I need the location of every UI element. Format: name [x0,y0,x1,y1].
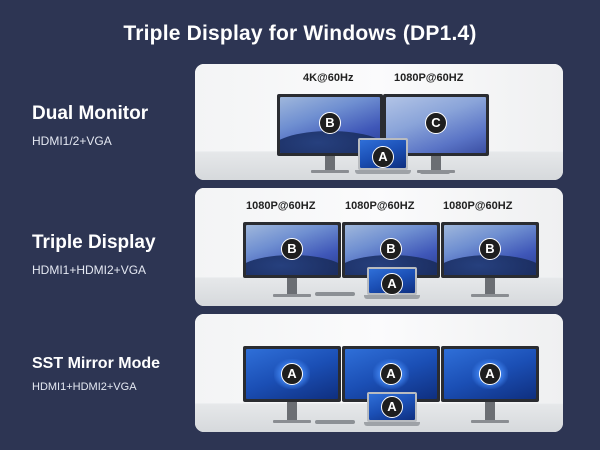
display-badge: B [281,238,303,260]
display-badge: C [425,112,447,134]
row-label-sst-mirror-mode: SST Mirror Mode HDMI1+HDMI2+VGA [32,355,160,393]
display-badge: A [381,396,403,418]
monitor-a [243,346,341,426]
row-label-triple-display: Triple Display HDMI1+HDMI2+VGA [32,232,156,277]
mode-ports: HDMI1+HDMI2+VGA [32,381,137,393]
resolution-label: 4K@60Hz [303,72,354,84]
resolution-label: 1080P@60HZ [394,72,464,84]
resolution-label: 1080P@60HZ [246,200,316,212]
mode-name: Dual Monitor [32,103,149,124]
page-title: Triple Display for Windows (DP1.4) [123,22,477,45]
resolution-label: 1080P@60HZ [443,200,513,212]
monitor-b [441,222,539,300]
display-badge: A [372,146,394,168]
resolution-label: 1080P@60HZ [345,200,415,212]
display-badge: B [479,238,501,260]
mode-ports: HDMI1/2+VGA [32,134,112,148]
display-badge: A [281,363,303,385]
display-badge: A [479,363,501,385]
row-label-dual-monitor: Dual Monitor HDMI1/2+VGA [32,103,148,148]
panel-dual-monitor: 4K@60Hz 1080P@60HZ B C A [195,64,563,180]
monitor-b [243,222,341,300]
monitor-a [441,346,539,426]
mode-name: SST Mirror Mode [32,355,161,372]
display-badge: B [319,112,341,134]
display-badge: A [380,363,402,385]
panel-triple-display: 1080P@60HZ 1080P@60HZ 1080P@60HZ B B B A [195,188,563,306]
mode-name: Triple Display [32,232,156,253]
mode-ports: HDMI1+HDMI2+VGA [32,263,147,277]
display-badge: B [380,238,402,260]
panel-sst-mirror-mode: A A A A [195,314,563,432]
display-badge: A [381,273,403,295]
